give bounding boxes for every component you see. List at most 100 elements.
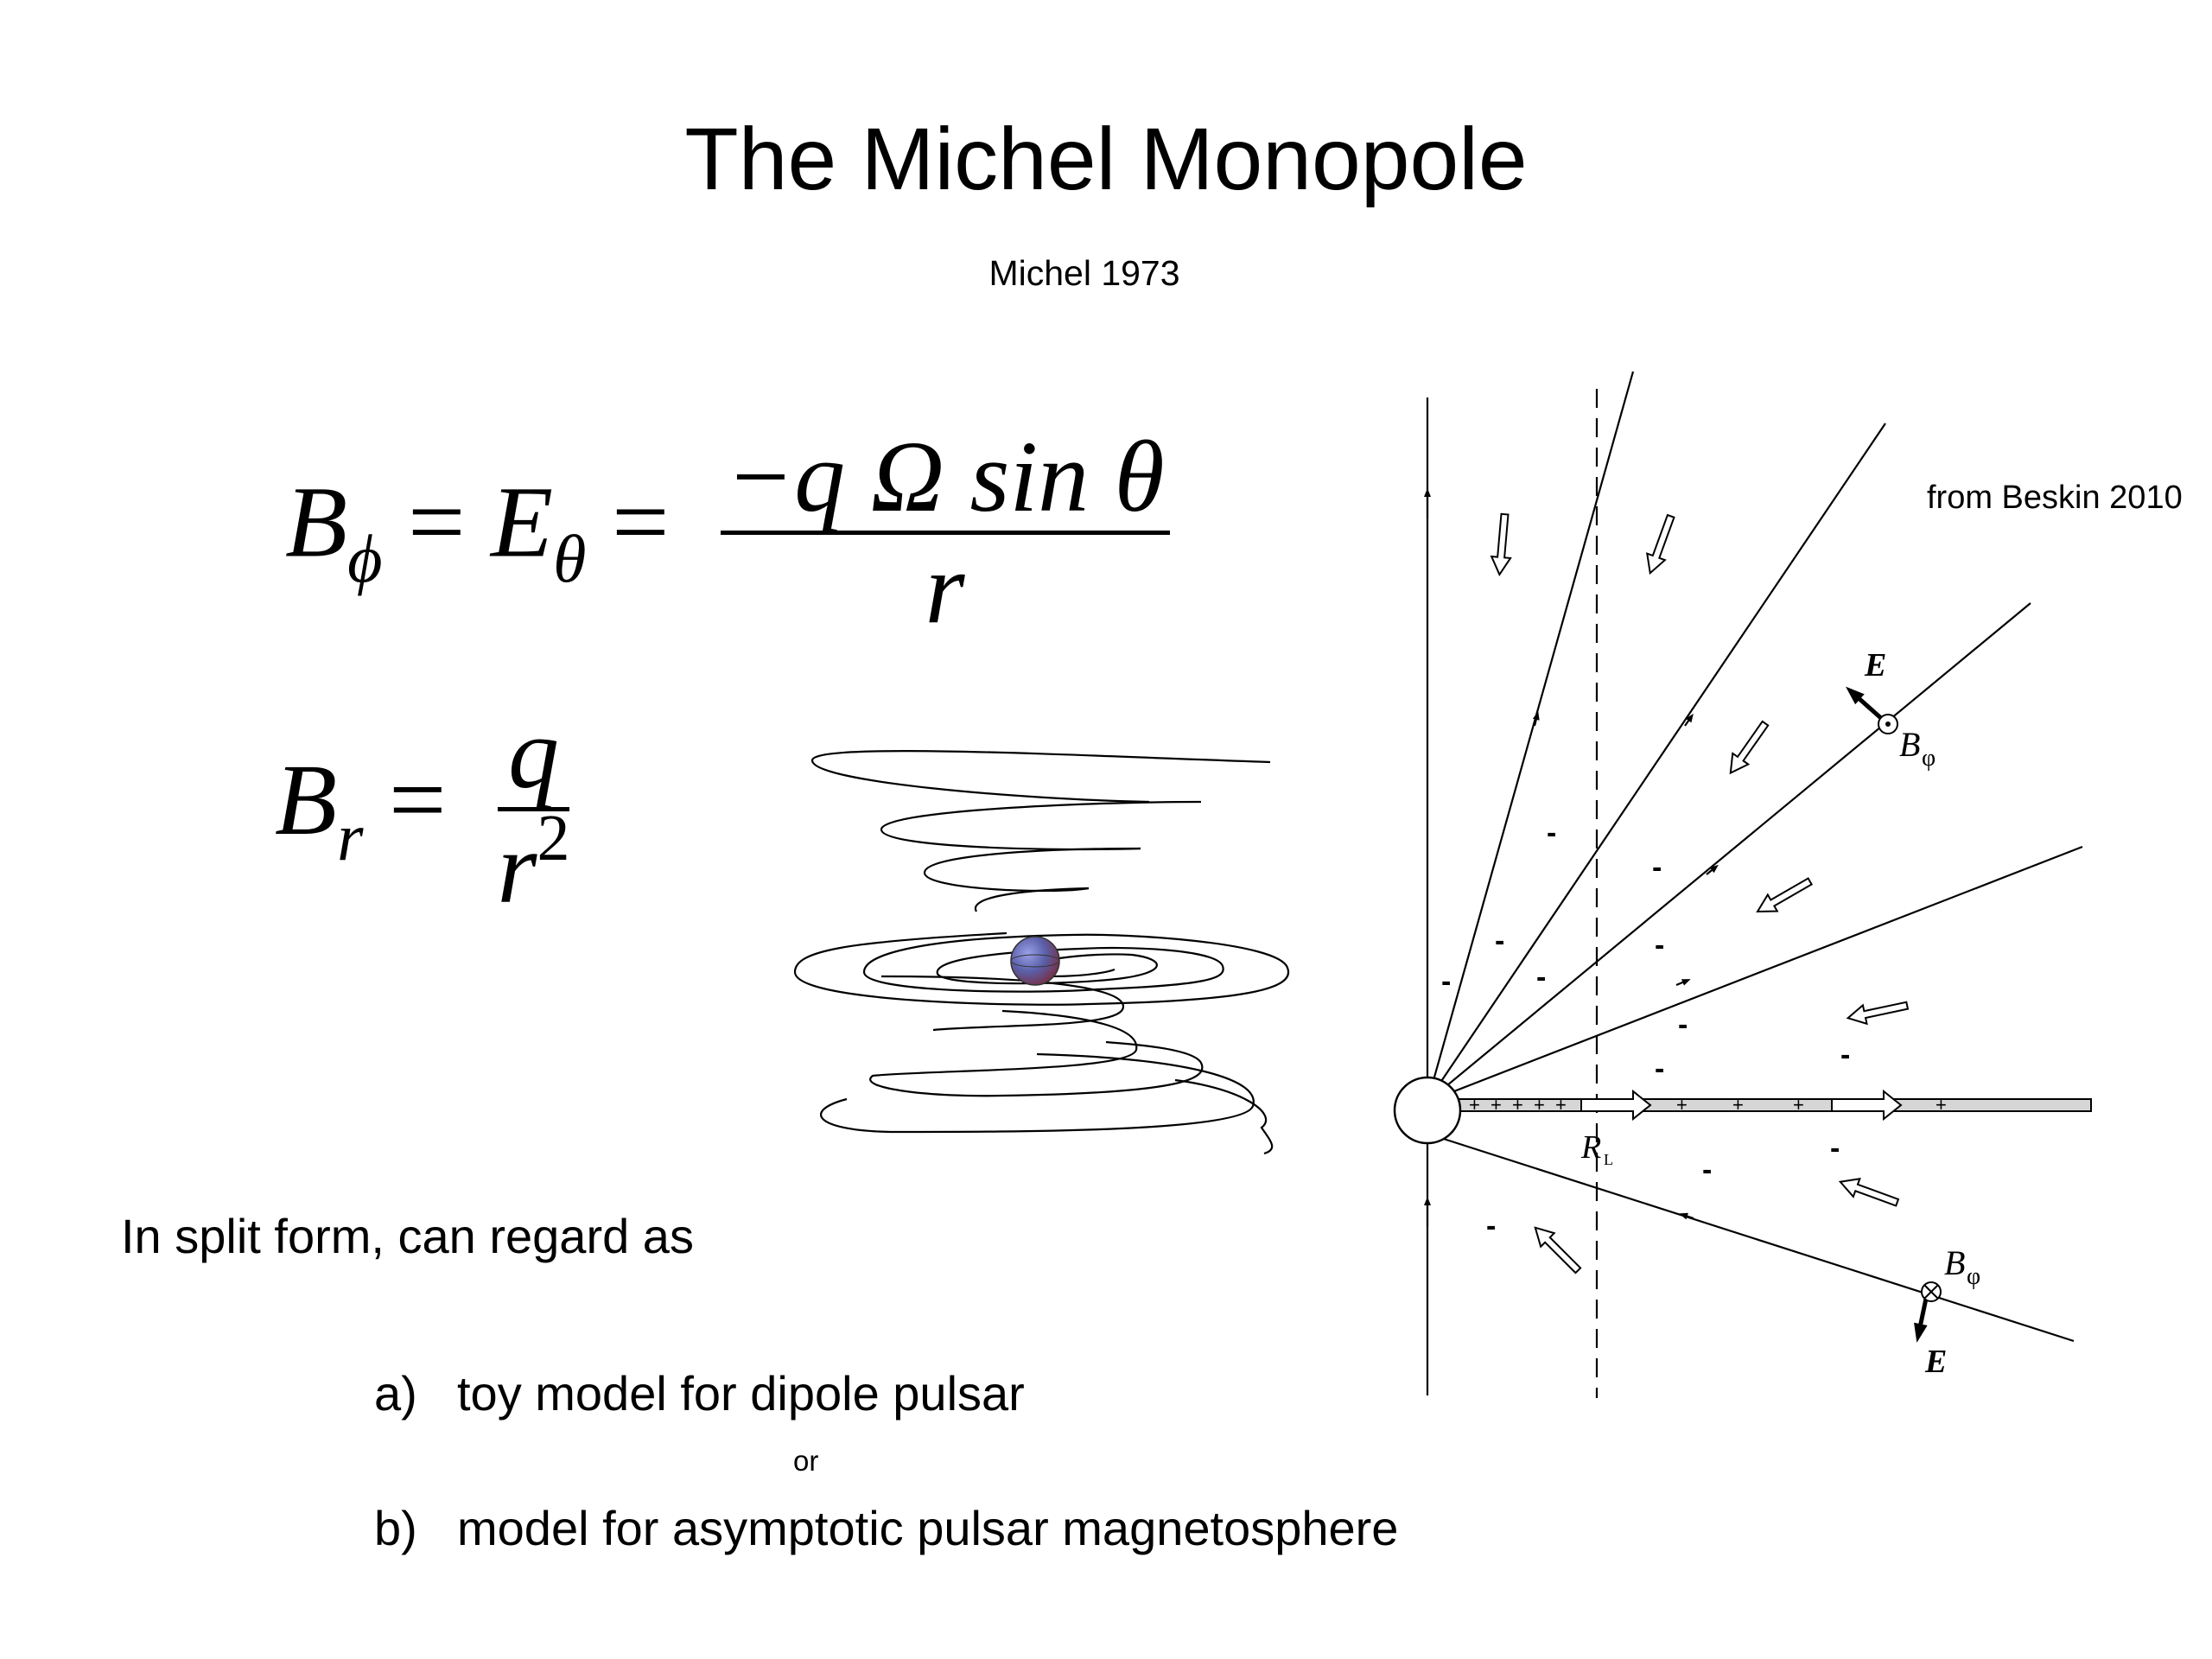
spiral-upper-4 (974, 887, 1090, 912)
neutron-star (1393, 1076, 1462, 1145)
minus-6: - (1536, 961, 1546, 994)
field-line-1 (1426, 371, 1635, 1103)
intro-text: In split form, can regard as (121, 1209, 694, 1263)
eq2-lhs: B (275, 743, 338, 857)
poynting-arrow-6 (1838, 1177, 1900, 1207)
plus-6: + (1676, 1094, 1688, 1116)
option-a-marker: a) (374, 1366, 417, 1421)
b-phi-out-symbol (1878, 714, 1898, 734)
plus-1: + (1469, 1094, 1480, 1116)
minus-1: - (1547, 817, 1556, 849)
split-monopole-diagram: E E B φ B φ R L + + + + + + + + + - - - … (1393, 371, 2092, 1398)
label-rl-sub: L (1604, 1151, 1613, 1168)
field-line-lower (1427, 1132, 2075, 1343)
star-equator (1010, 954, 1060, 968)
minus-4: - (1655, 929, 1664, 962)
spiral-mid-2 (862, 933, 1224, 993)
equation-b-phi: Bϕ = Eθ = −q Ω sin θ r (285, 423, 1170, 642)
spiral-lower-4 (820, 1052, 1255, 1134)
b-phi-in-symbol (1921, 1281, 1942, 1302)
figure-credit: from Beskin 2010 (1927, 480, 2183, 516)
spiral-lower-5 (1174, 1078, 1274, 1155)
poynting-arrow-3 (1729, 720, 1770, 775)
field-line-4 (1427, 845, 2083, 1103)
star-sphere (1010, 936, 1060, 986)
option-a-text: toy model for dipole pulsar (457, 1366, 1025, 1421)
eq1-equals-2: = (586, 465, 696, 579)
spiral-field-illustration (793, 750, 1290, 1155)
current-sheet (1451, 1098, 2092, 1112)
label-e-lower: E (1924, 1344, 1947, 1380)
poynting-arrow-1 (1490, 512, 1512, 576)
option-b: b) model for asymptotic pulsar magnetosph… (374, 1500, 1398, 1556)
label-rl: R (1580, 1129, 1601, 1166)
minus-8: - (1840, 1039, 1850, 1071)
plus-5: + (1555, 1094, 1567, 1116)
eq1-numerator: −q Ω sin θ (725, 420, 1165, 533)
eq2-fraction-bar (497, 806, 570, 811)
e-vector-lower (1914, 1294, 1929, 1343)
e-vector-upper (1846, 686, 1884, 721)
plus-2: + (1491, 1094, 1502, 1116)
minus-3: - (1495, 925, 1504, 957)
spiral-lower-3 (1001, 1040, 1204, 1097)
eq1-lhs: B (285, 465, 348, 579)
option-b-marker: b) (374, 1501, 417, 1555)
eq2-lhs-sub: r (337, 799, 364, 875)
label-bphi-upper: B (1899, 725, 1920, 764)
plus-9: + (1936, 1094, 1947, 1116)
eq1-mid-sub: θ (553, 521, 587, 597)
eq2-equals: = (363, 743, 473, 857)
or-separator: or (793, 1445, 819, 1477)
label-bphi-lower-sub: φ (1967, 1263, 1980, 1290)
eq2-fraction: q r2 (497, 696, 570, 925)
field-arrow-lower (1679, 1212, 1694, 1220)
sheet-arrow-2 (1831, 1089, 1903, 1122)
field-line-2 (1427, 423, 1886, 1103)
slide-subtitle: Michel 1973 (988, 253, 1180, 293)
equation-b-r: Br = q r2 (275, 696, 570, 925)
eq1-denominator: r (925, 531, 965, 645)
eq1-fraction: −q Ω sin θ r (720, 420, 1170, 645)
option-b-text: model for asymptotic pulsar magnetospher… (457, 1501, 1399, 1555)
eq2-numerator: q (507, 696, 559, 810)
minus-9: - (1655, 1052, 1664, 1085)
poynting-arrow-7 (1534, 1226, 1582, 1274)
eq2-denominator: r (497, 810, 537, 925)
eq1-mid: E (491, 465, 554, 579)
plus-8: + (1793, 1094, 1804, 1116)
spiral-lower-2 (869, 1009, 1138, 1097)
label-e-upper: E (1864, 647, 1886, 683)
slide-title: The Michel Monopole (684, 110, 1528, 208)
minus-12: - (1486, 1210, 1496, 1243)
spiral-upper-1 (810, 750, 1271, 804)
field-arrow-2 (1684, 713, 1694, 727)
minus-7: - (1678, 1008, 1688, 1041)
eq2-exponent: 2 (537, 801, 570, 874)
field-line-3 (1427, 602, 2031, 1103)
spiral-mid-1 (793, 931, 1290, 1006)
minus-10: - (1702, 1154, 1712, 1186)
poynting-arrow-2 (1645, 513, 1675, 575)
spiral-lower-1 (880, 975, 1125, 1032)
eq1-lhs-sub: ϕ (347, 521, 383, 597)
eq1-fraction-bar (720, 530, 1170, 535)
eq1-equals: = (382, 465, 492, 579)
sheet-arrow-1 (1580, 1089, 1652, 1122)
spiral-mid-3 (936, 947, 1158, 985)
minus-2: - (1652, 851, 1662, 884)
option-a: a) toy model for dipole pulsar (374, 1365, 1025, 1421)
plus-7: + (1732, 1094, 1744, 1116)
field-arrow-3 (1706, 864, 1719, 875)
minus-5: - (1441, 965, 1451, 998)
plus-4: + (1534, 1094, 1545, 1116)
eq2-denominator-wrap: r2 (497, 804, 570, 925)
plus-3: + (1512, 1094, 1523, 1116)
spiral-upper-3 (923, 847, 1141, 893)
minus-11: - (1830, 1132, 1840, 1165)
field-arrow-1 (1532, 711, 1540, 727)
field-arrow-4 (1675, 979, 1691, 987)
label-bphi-upper-sub: φ (1922, 745, 1936, 772)
poynting-arrow-4 (1756, 877, 1814, 913)
poynting-arrow-5 (1846, 1001, 1910, 1026)
